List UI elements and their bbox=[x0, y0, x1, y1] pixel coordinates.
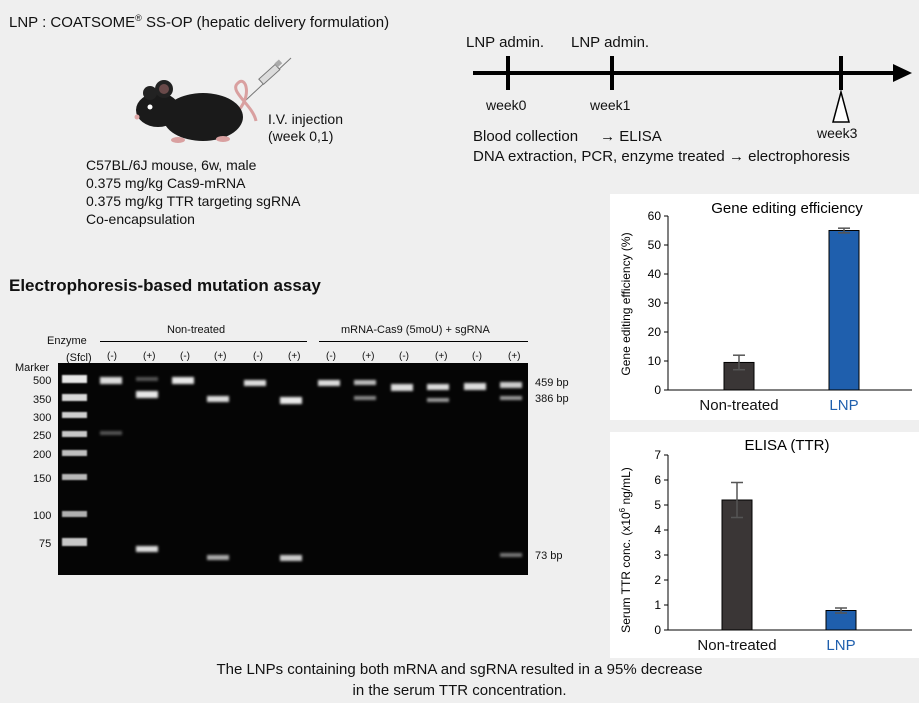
lane-label: (+) bbox=[143, 351, 156, 362]
marker-size: 150 bbox=[33, 473, 52, 485]
x-tick-label: Non-treated bbox=[697, 637, 776, 654]
timeline-diagram bbox=[473, 56, 912, 123]
marker-size: 75 bbox=[39, 538, 52, 550]
elisa-chart: ELISA (TTR) Serum TTR conc. (x106 ng/mL)… bbox=[618, 437, 912, 654]
elisa-chart-panel: ELISA (TTR) Serum TTR conc. (x106 ng/mL)… bbox=[610, 432, 919, 658]
week3-label: week3 bbox=[817, 125, 858, 141]
lane-label: (+) bbox=[214, 351, 227, 362]
admin-label-2: LNP admin. bbox=[571, 34, 650, 51]
gene-editing-chart: Gene editing efficiency Gene editing eff… bbox=[619, 200, 912, 414]
y-axis-label-suffix: ng/mL) bbox=[619, 467, 633, 508]
injection-weeks: (week 0,1) bbox=[268, 128, 334, 144]
y-tick-label: 60 bbox=[648, 209, 662, 223]
chart-title: Gene editing efficiency bbox=[711, 200, 863, 217]
timeline-arrowhead bbox=[893, 64, 912, 82]
lane-label: (+) bbox=[435, 351, 448, 362]
group-cas9-line bbox=[319, 341, 528, 342]
sfcl-label: (Sfcl) bbox=[66, 352, 92, 364]
marker-size: 500 bbox=[33, 375, 52, 387]
x-tick-label: Non-treated bbox=[699, 397, 778, 414]
sgrna-dose: 0.375 mg/kg TTR targeting sgRNA bbox=[86, 193, 301, 209]
marker-size: 300 bbox=[33, 412, 52, 424]
conclusion-line-1: The LNPs containing both mRNA and sgRNA … bbox=[216, 661, 703, 678]
chart-title: ELISA (TTR) bbox=[744, 437, 829, 454]
band-label-73: 73 bp bbox=[535, 550, 563, 562]
injection-label: I.V. injection bbox=[268, 111, 343, 127]
y-tick-label: 6 bbox=[654, 473, 661, 487]
marker-label: Marker bbox=[15, 362, 50, 374]
registered-mark: ® bbox=[135, 13, 142, 23]
group-cas9-label: mRNA-Cas9 (5moU) + sgRNA bbox=[341, 324, 490, 336]
x-tick-label: LNP bbox=[826, 637, 855, 654]
gel-bands bbox=[62, 375, 522, 561]
y-tick-label: 50 bbox=[648, 238, 662, 252]
lane-label: (+) bbox=[362, 351, 375, 362]
y-tick-label: 5 bbox=[654, 498, 661, 512]
y-tick-label: 30 bbox=[648, 296, 662, 310]
y-axis-label: Serum TTR conc. (x106 ng/mL) bbox=[618, 467, 633, 633]
bar bbox=[721, 499, 753, 631]
lnp-header-prefix: LNP : COATSOME bbox=[9, 14, 136, 31]
conclusion-line-2: in the serum TTR concentration. bbox=[352, 682, 567, 699]
x-tick-label: LNP bbox=[829, 397, 858, 414]
marker-size: 200 bbox=[33, 449, 52, 461]
dna-extraction-text: DNA extraction, PCR, enzyme treated → el… bbox=[473, 148, 850, 165]
elisa-label: → ELISA bbox=[600, 128, 662, 145]
week1-label: week1 bbox=[590, 97, 631, 113]
band-label-459: 459 bp bbox=[535, 377, 569, 389]
y-tick-label: 4 bbox=[654, 523, 661, 537]
lane-label: (-) bbox=[253, 351, 263, 362]
y-tick-label: 0 bbox=[654, 383, 661, 397]
y-tick-label: 0 bbox=[654, 623, 661, 637]
y-tick-label: 1 bbox=[654, 598, 661, 612]
blood-collection-marker bbox=[832, 89, 850, 123]
y-tick-label: 3 bbox=[654, 548, 661, 562]
y-tick-label: 20 bbox=[648, 325, 662, 339]
marker-size: 100 bbox=[33, 510, 52, 522]
lnp-header: LNP : COATSOME® SS-OP (hepatic delivery … bbox=[9, 13, 389, 31]
lane-label: (-) bbox=[180, 351, 190, 362]
lnp-header-suffix: SS-OP (hepatic delivery formulation) bbox=[141, 14, 390, 31]
y-axis-label: Gene editing efficiency (%) bbox=[619, 232, 633, 375]
marker-ladder bbox=[62, 375, 87, 546]
group-non-treated-label: Non-treated bbox=[167, 324, 226, 336]
gel-section-title: Electrophoresis-based mutation assay bbox=[9, 276, 321, 295]
y-tick-label: 40 bbox=[648, 267, 662, 281]
sample-bands bbox=[100, 377, 522, 561]
blood-collection-text: Blood collection → ELISA bbox=[473, 128, 662, 145]
lane-label: (+) bbox=[288, 351, 301, 362]
enzyme-label: Enzyme bbox=[47, 335, 87, 347]
mouse-strain: C57BL/6J mouse, 6w, male bbox=[86, 157, 257, 173]
y-tick-label: 7 bbox=[654, 448, 661, 462]
admin-label-1: LNP admin. bbox=[466, 34, 545, 51]
blood-collection-label: Blood collection bbox=[473, 128, 579, 145]
group-non-treated-line bbox=[100, 341, 307, 342]
mouse-illustration bbox=[134, 57, 292, 143]
lane-label: (-) bbox=[472, 351, 482, 362]
lane-label: (+) bbox=[508, 351, 521, 362]
y-axis-label-exponent: 6 bbox=[618, 507, 627, 512]
marker-size: 350 bbox=[33, 394, 52, 406]
lane-label: (-) bbox=[107, 351, 117, 362]
marker-size: 250 bbox=[33, 430, 52, 442]
cas9-dose: 0.375 mg/kg Cas9-mRNA bbox=[86, 175, 246, 191]
gene-editing-chart-panel: Gene editing efficiency Gene editing eff… bbox=[610, 194, 919, 420]
syringe-icon bbox=[245, 57, 292, 101]
y-tick-label: 2 bbox=[654, 573, 661, 587]
co-encapsulation: Co-encapsulation bbox=[86, 211, 195, 227]
lane-label: (-) bbox=[399, 351, 409, 362]
gel-image bbox=[58, 363, 528, 575]
y-axis-label-prefix: Serum TTR conc. (x10 bbox=[619, 512, 633, 633]
week0-label: week0 bbox=[486, 97, 527, 113]
lane-label: (-) bbox=[326, 351, 336, 362]
bar bbox=[828, 230, 860, 391]
y-tick-label: 10 bbox=[648, 354, 662, 368]
band-label-386: 386 bp bbox=[535, 393, 569, 405]
